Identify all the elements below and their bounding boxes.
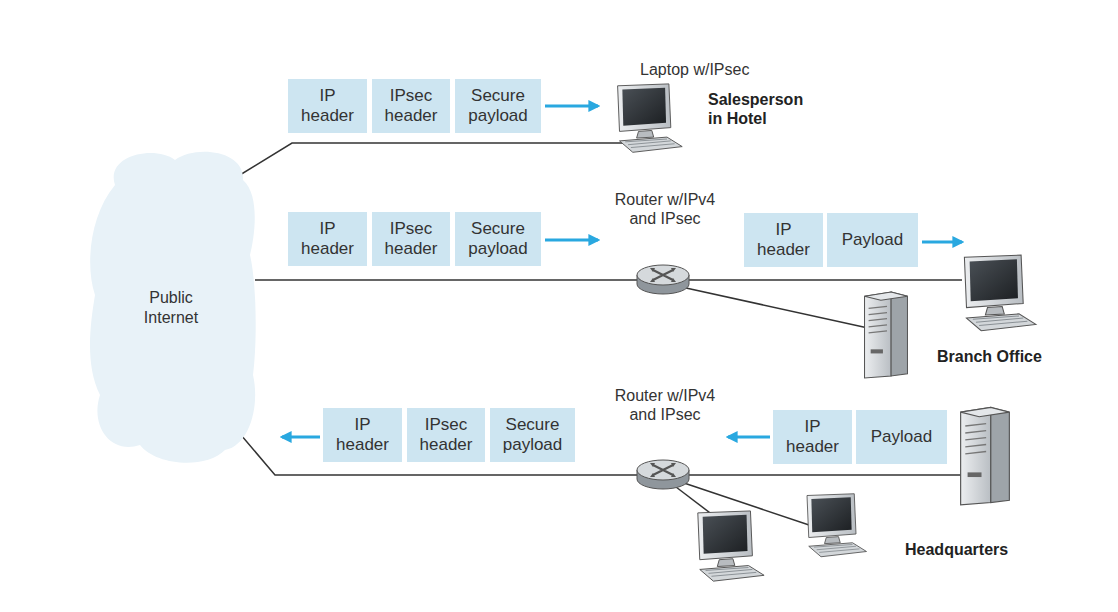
location-label: Headquarters xyxy=(905,540,1008,559)
field-label: IPsec header xyxy=(376,86,446,127)
packet-field: IPsec header xyxy=(372,79,450,133)
field-label: Payload xyxy=(831,230,914,250)
field-label: Secure payload xyxy=(459,219,537,260)
location-label: Salesperson in Hotel xyxy=(708,90,813,128)
packet-field: IPsec header xyxy=(372,212,450,266)
field-label: IP header xyxy=(292,86,363,127)
packet-field: Payload xyxy=(856,410,947,464)
field-label: IP header xyxy=(292,219,363,260)
packet-field: IP header xyxy=(773,410,852,464)
packet-field: IP header xyxy=(288,212,367,266)
packet-field: Secure payload xyxy=(490,408,575,462)
packet-field: IP header xyxy=(744,213,823,267)
packet-field: Secure payload xyxy=(455,79,541,133)
packet-field: IP header xyxy=(288,79,367,133)
device-label: Laptop w/IPsec xyxy=(640,60,749,79)
field-label: Payload xyxy=(860,427,943,447)
packet-field: IP header xyxy=(323,408,402,462)
device-label: Router w/IPv4 and IPsec xyxy=(610,190,720,228)
cloud-outline xyxy=(90,152,256,463)
field-label: IPsec header xyxy=(376,219,446,260)
field-label: IPsec header xyxy=(411,415,481,456)
packet-field: Payload xyxy=(827,213,918,267)
field-label: IP header xyxy=(777,417,848,458)
location-label: Branch Office xyxy=(937,347,1042,366)
packet-field: Secure payload xyxy=(455,212,541,266)
cloud-shape xyxy=(85,145,257,470)
internet-cloud: Public Internet xyxy=(85,145,257,470)
field-label: Secure payload xyxy=(459,86,537,127)
field-label: IP header xyxy=(748,220,819,261)
device-label: Router w/IPv4 and IPsec xyxy=(610,386,720,424)
field-label: Secure payload xyxy=(494,415,571,456)
cloud-label: Public Internet xyxy=(126,288,216,328)
packet-field: IPsec header xyxy=(407,408,485,462)
field-label: IP header xyxy=(327,415,398,456)
